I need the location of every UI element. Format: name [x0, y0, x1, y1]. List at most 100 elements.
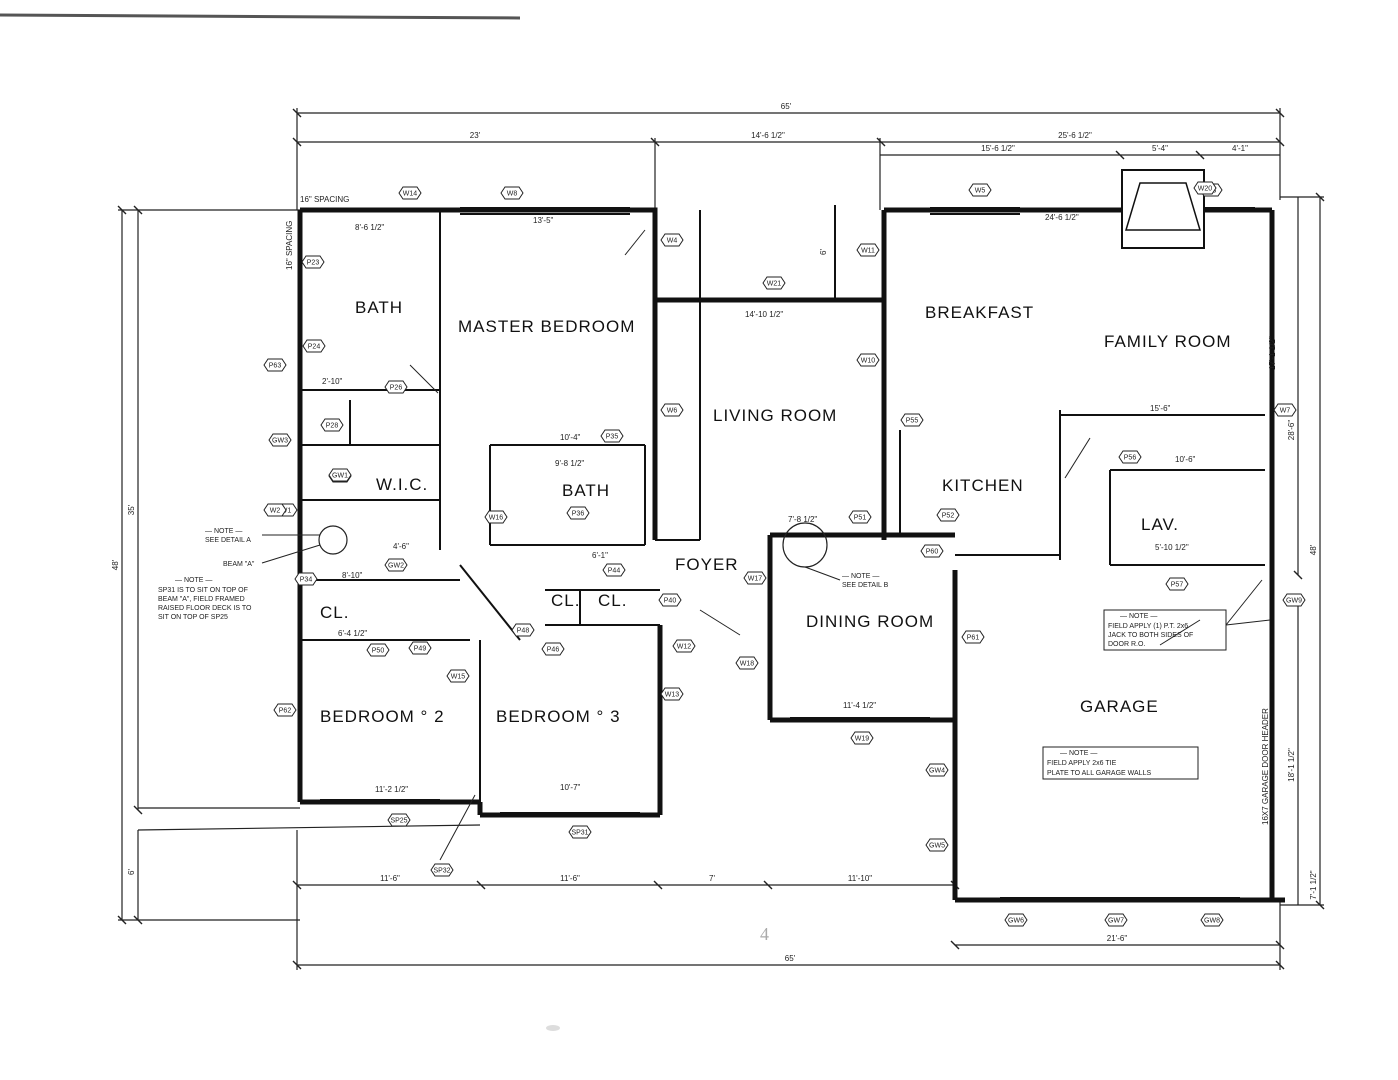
panel-tag-label: P60: [926, 549, 939, 556]
note-detail-a: — NOTE — SEE DETAIL A BEAM "A": [205, 528, 321, 568]
panel-tag: W4: [660, 233, 684, 247]
note4-title: — NOTE —: [1120, 613, 1157, 620]
interior-dimensions: 16" SPACING 16" SPACING 8'-6 1/2" 13'-5"…: [285, 195, 1277, 825]
dim-right-7: 7'-1 1/2": [1309, 870, 1318, 899]
detail-a-circle: [318, 525, 348, 555]
panel-tag-label: GW8: [1204, 918, 1220, 925]
dim-6: 6': [819, 249, 828, 255]
dim-right-18-1: 18'-1 1/2": [1287, 748, 1296, 782]
panel-tag-label: W7: [1280, 408, 1291, 415]
dim-bottom-21-6: 21'-6": [1107, 934, 1128, 943]
panel-tag: GW8: [1200, 913, 1224, 927]
panel-tag-label: P51: [854, 515, 867, 522]
panel-tag: P63: [263, 358, 287, 372]
note-jack: — NOTE — FIELD APPLY (1) P.T. 2x6 JACK T…: [1103, 579, 1271, 651]
panel-tag-label: W6: [667, 408, 678, 415]
panel-tag: P62: [273, 703, 297, 717]
panel-tag: W5: [968, 183, 992, 197]
panel-tag-label: W2: [270, 508, 281, 515]
note5-line1: FIELD APPLY 2x6 TIE: [1047, 760, 1117, 767]
panel-tag: P34: [294, 572, 318, 586]
panel-tag: W14: [398, 186, 422, 200]
panel-tag: W18: [735, 656, 759, 670]
room-kitchen: KITCHEN: [942, 476, 1024, 495]
panel-tag: P56: [1118, 450, 1142, 464]
panel-tag: W11: [856, 243, 880, 257]
dim-14-10: 14'-10 1/2": [745, 310, 783, 319]
panel-tag: P26: [384, 380, 408, 394]
room-dining-room: DINING ROOM: [806, 612, 934, 631]
dim-overall-bottom: 65': [785, 954, 796, 963]
panel-tag: GW4: [925, 763, 949, 777]
dim-spacing-side: 16" SPACING: [285, 221, 294, 270]
panel-tag: P35: [600, 429, 624, 443]
panel-tag-label: GW3: [272, 438, 288, 445]
dim-14-6: 14'-6 1/2": [751, 131, 785, 140]
dim-left-35: 35': [127, 504, 136, 515]
dim-2-10: 2'-10": [322, 377, 343, 386]
panel-tag: P61: [961, 630, 985, 644]
panel-tag: P36: [566, 506, 590, 520]
panel-tag-label: W15: [451, 674, 466, 681]
panel-tag-label: P46: [547, 647, 560, 654]
dim-bottom-11-10: 11'-10": [848, 874, 872, 883]
panel-tag: P46: [541, 642, 565, 656]
panel-tag-label: P35: [606, 434, 619, 441]
note-detail-b: — NOTE — SEE DETAIL B: [804, 566, 889, 589]
right-dimension-lines: 48' 28'-6" 18'-1 1/2" 7'-1 1/2": [1280, 192, 1325, 910]
dim-spacing-top: 16" SPACING: [300, 195, 349, 204]
panel-tag: SP25: [387, 813, 411, 827]
dim-left-6: 6': [127, 869, 136, 875]
note2-title: — NOTE —: [175, 577, 212, 584]
panel-tag: GW5: [925, 838, 949, 852]
room-labels: BATH MASTER BEDROOM LIVING ROOM BREAKFAS…: [320, 298, 1231, 726]
exterior-walls: [297, 207, 1285, 903]
note2-line1: SP31 IS TO SIT ON TOP OF: [158, 587, 248, 594]
panel-tag-label: GW9: [1286, 598, 1302, 605]
dim-4-6: 4'-6": [393, 542, 409, 551]
panel-tag-label: GW2: [388, 563, 404, 570]
dim-6-4: 6'-4 1/2": [338, 629, 367, 638]
dim-right-28-6: 28'-6": [1287, 420, 1296, 441]
interior-walls: [300, 205, 1265, 802]
panel-tag-label: W20: [1198, 186, 1213, 193]
panel-tag-label: W11: [861, 248, 875, 255]
dim-6-1: 6'-1": [592, 551, 608, 560]
note4-line3: DOOR R.O.: [1108, 641, 1145, 648]
room-wic: W.I.C.: [376, 475, 428, 494]
panel-tag-label: W19: [855, 736, 870, 743]
room-bedroom-3: BEDROOM ° 3: [496, 707, 621, 726]
panel-tag-label: P23: [307, 260, 320, 267]
panel-tag: W2: [263, 503, 287, 517]
panel-tag: W7: [1273, 403, 1297, 417]
panel-tag: P55: [900, 413, 924, 427]
leader-lines: [409, 229, 1201, 861]
panel-tag: W15: [446, 669, 470, 683]
panel-tag-label: P26: [390, 385, 403, 392]
panel-tag: W19: [850, 731, 874, 745]
note4-line1: FIELD APPLY (1) P.T. 2x6: [1108, 623, 1188, 630]
room-lav: LAV.: [1141, 515, 1179, 534]
note1-title: — NOTE —: [205, 528, 242, 535]
fireplace: [1121, 169, 1205, 249]
room-closet-2: CL.: [551, 591, 580, 610]
room-bath-2: BATH: [562, 481, 610, 500]
panel-tag: GW3: [268, 433, 292, 447]
dim-bottom-11-6b: 11'-6": [560, 874, 580, 883]
panel-tag: W20: [1193, 181, 1217, 195]
panel-tag-label: P48: [517, 628, 530, 635]
panel-tags: W14W8W5W3W21W20W1P23P24P26P28P30P34P35P3…: [263, 181, 1306, 927]
note4-line2: JACK TO BOTH SIDES OF: [1108, 632, 1193, 639]
panel-tag-label: GW7: [1108, 918, 1124, 925]
dim-10-7: 10'-7": [560, 783, 581, 792]
dim-13-5: 13'-5": [533, 216, 554, 225]
dim-overall-top: 65': [781, 102, 792, 111]
panel-tag-label: GW6: [1008, 918, 1024, 925]
panel-tag-label: SP25: [390, 818, 407, 825]
note2-line4: SIT ON TOP OF SP25: [158, 614, 228, 621]
note5-line2: PLATE TO ALL GARAGE WALLS: [1047, 770, 1151, 777]
note2-line2: BEAM "A", FIELD FRAMED: [158, 596, 245, 603]
top-dimension-lines: 65' 23' 14'-6 1/2" 25'-6 1/2" 15'-6 1/2"…: [292, 102, 1285, 210]
panel-tag-label: P63: [269, 363, 282, 370]
panel-tag-label: P57: [1171, 582, 1184, 589]
